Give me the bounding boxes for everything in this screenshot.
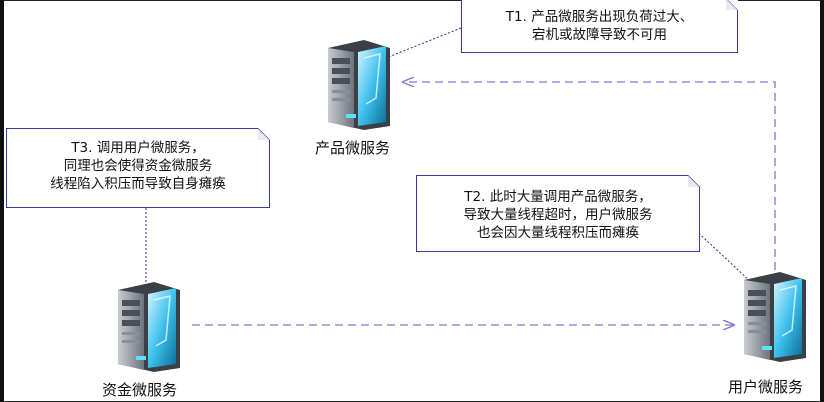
callout-t3: T3. 调用用户微服务， 同理也会使得资金微服务 线程陷入积压而导致自身瘫痪 bbox=[6, 128, 270, 208]
callout-t2-line: T2. 此时大量调用产品微服务， bbox=[464, 189, 652, 205]
right-border bbox=[820, 0, 824, 402]
note-fold bbox=[258, 128, 270, 140]
note-fold bbox=[688, 175, 700, 187]
callout-t2-line: 也会因大量线程积压而瘫痪 bbox=[477, 225, 639, 241]
product-server-icon bbox=[328, 40, 390, 130]
callout-t2-line: 导致大量线程超时，用户微服务 bbox=[463, 207, 653, 223]
callout-t3-line: 线程陷入积压而导致自身瘫痪 bbox=[50, 176, 226, 192]
callout-t1-line: T1. 产品微服务出现负荷过大、 bbox=[505, 9, 694, 25]
callout-t2: T2. 此时大量调用产品微服务， 导致大量线程超时，用户微服务 也会因大量线程积… bbox=[416, 175, 700, 252]
user-server-icon bbox=[744, 272, 806, 362]
product-service-label: 产品微服务 bbox=[315, 139, 391, 157]
user-to-product-arrow bbox=[403, 82, 776, 270]
left-border bbox=[0, 0, 4, 402]
funds-server-icon bbox=[118, 282, 180, 372]
callout-t1-line: 宕机或故障导致不可用 bbox=[532, 27, 667, 43]
funds-service-label: 资金微服务 bbox=[102, 381, 178, 399]
callout-t3-line: 同理也会使得资金微服务 bbox=[63, 158, 213, 174]
callout-t3-line: T3. 调用用户微服务， bbox=[71, 140, 205, 156]
t1-leader-line bbox=[385, 27, 462, 59]
user-service-label: 用户微服务 bbox=[728, 378, 804, 396]
note-fold bbox=[726, 0, 738, 10]
callout-t1: T1. 产品微服务出现负荷过大、 宕机或故障导致不可用 bbox=[461, 0, 738, 53]
